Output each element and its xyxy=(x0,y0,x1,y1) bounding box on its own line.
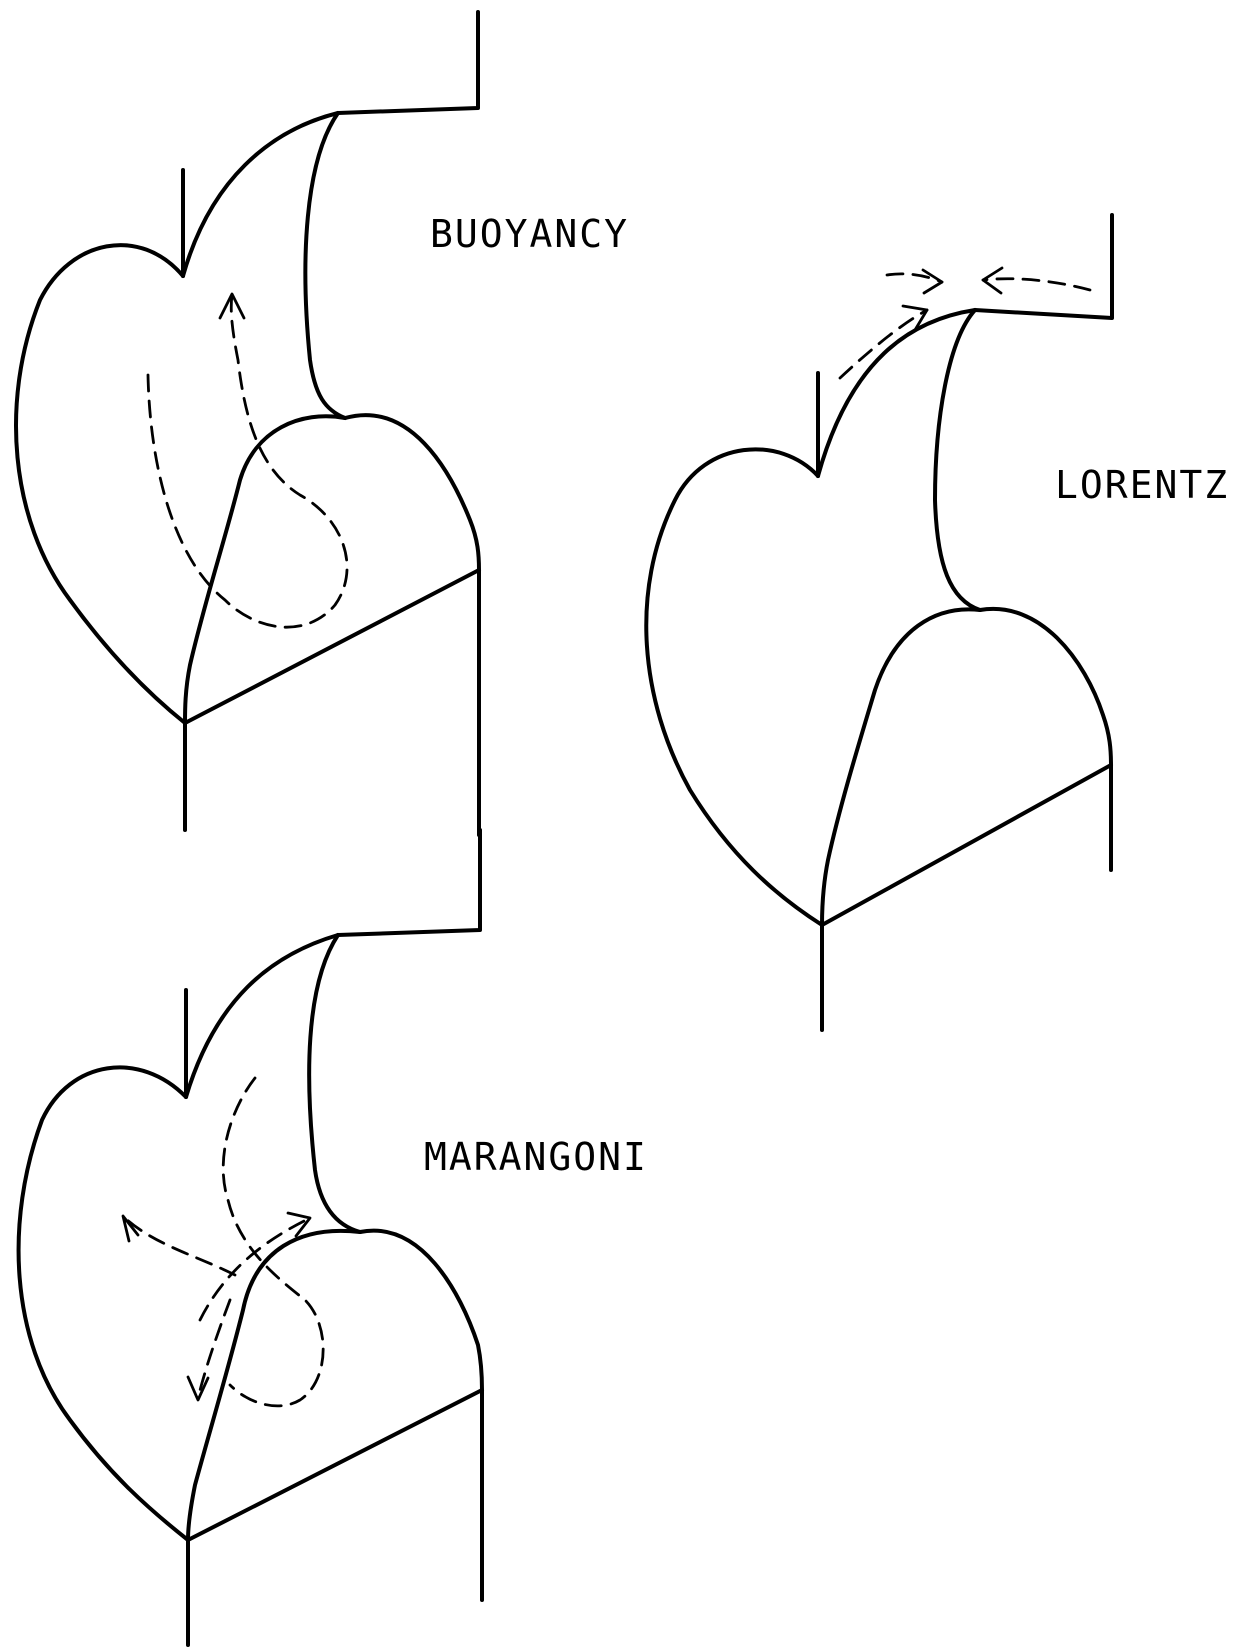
buoyancy-label: BUOYANCY xyxy=(430,212,629,256)
marangoni-panel: MARANGONI xyxy=(19,830,648,1645)
buoyancy-weld-pool-outline xyxy=(16,12,479,835)
lorentz-panel: LORENTZ xyxy=(646,215,1229,1030)
buoyancy-panel: BUOYANCY xyxy=(16,12,629,835)
marangoni-label: MARANGONI xyxy=(424,1135,648,1179)
lorentz-label: LORENTZ xyxy=(1055,463,1229,507)
marangoni-weld-pool-outline xyxy=(19,830,482,1645)
lorentz-weld-pool-outline xyxy=(646,215,1112,1030)
